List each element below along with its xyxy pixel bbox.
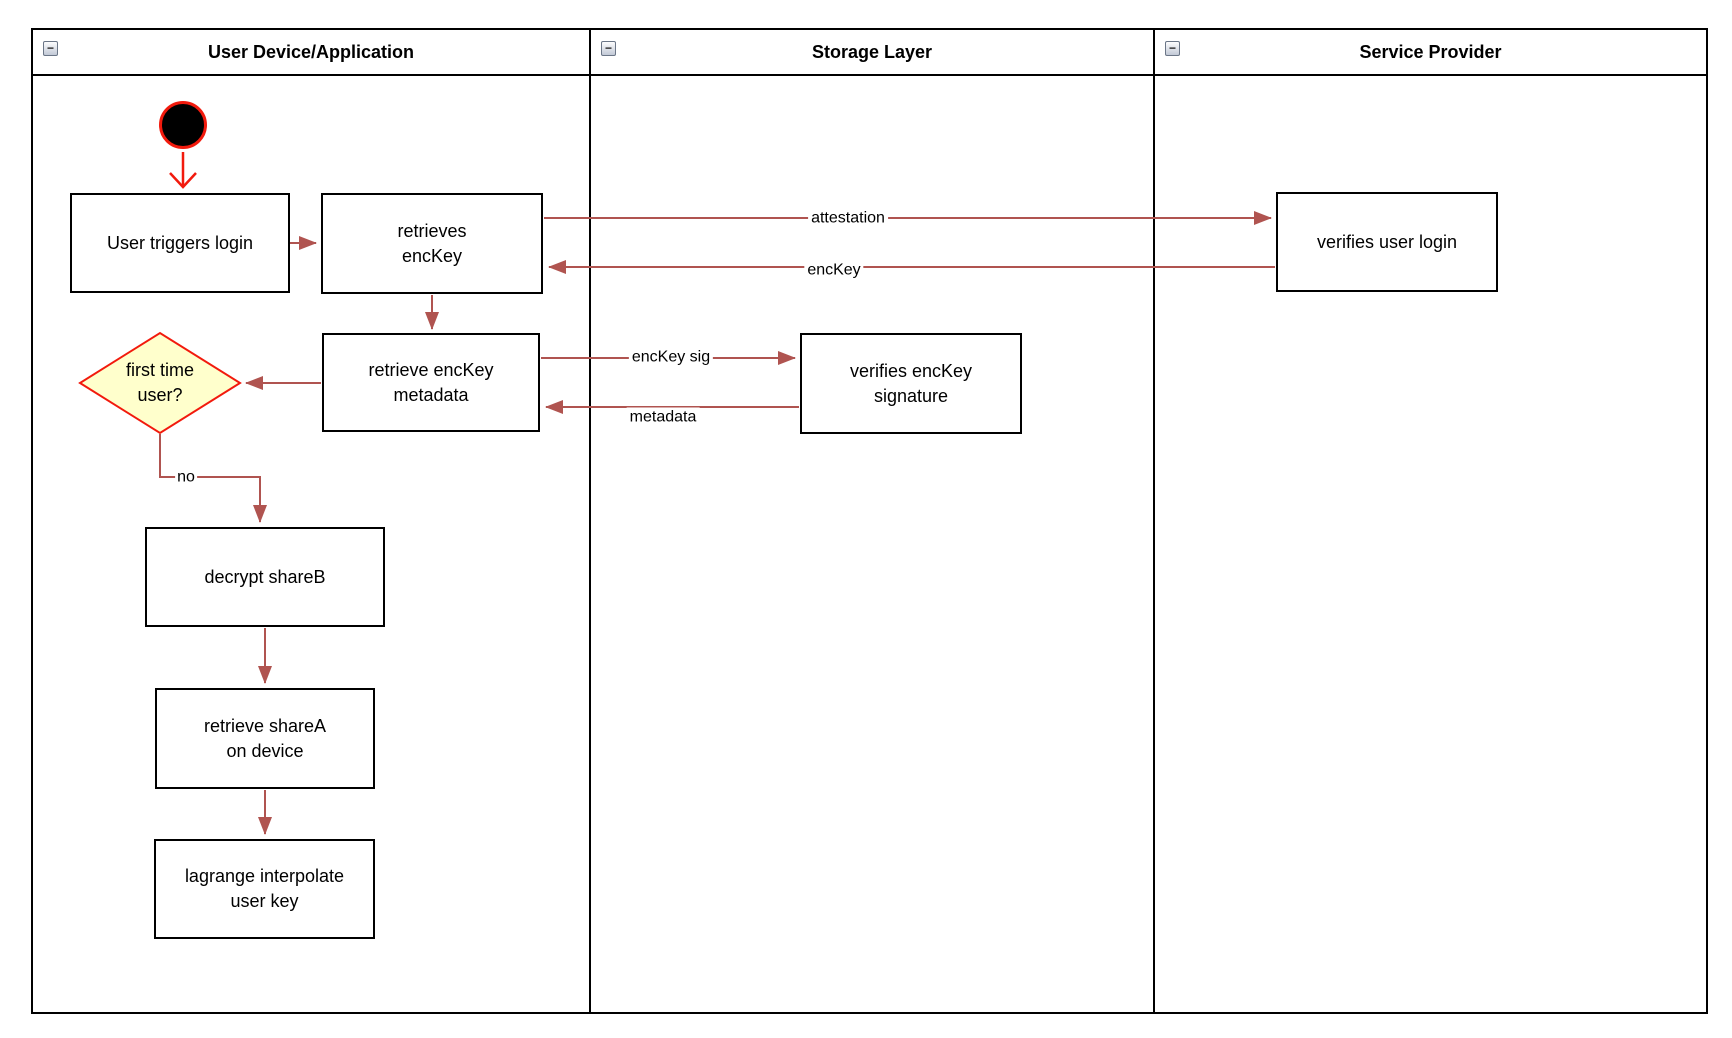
lane-title: Storage Layer	[811, 41, 933, 62]
swimlane-pool: − User Device/Application − Storage Laye…	[31, 28, 1708, 1014]
edge-label-metadata: metadata	[626, 407, 700, 427]
node-verifies-user-login[interactable]: verifies user login	[1276, 192, 1498, 292]
edge-label-enckey-sig: encKey sig	[628, 347, 714, 367]
node-retrieve-sharea-on-device[interactable]: retrieve shareA on device	[155, 688, 375, 789]
lane-header-service-provider: − Service Provider	[1155, 30, 1706, 76]
lane-header-storage-layer: − Storage Layer	[591, 30, 1153, 76]
node-retrieves-enckey[interactable]: retrieves encKey	[321, 193, 543, 294]
lane-title: User Device/Application	[207, 41, 415, 62]
collapse-icon[interactable]: −	[43, 41, 58, 56]
collapse-icon[interactable]: −	[601, 41, 616, 56]
edge-label-enckey: encKey	[804, 260, 864, 280]
collapse-icon[interactable]: −	[1165, 41, 1180, 56]
decision-label-first-time-user[interactable]: first time user?	[125, 360, 194, 405]
node-lagrange-interpolate-user-key[interactable]: lagrange interpolate user key	[154, 839, 375, 939]
initial-state-node[interactable]	[159, 101, 207, 149]
node-retrieve-enckey-metadata[interactable]: retrieve encKey metadata	[322, 333, 540, 432]
lane-header-user-device: − User Device/Application	[33, 30, 589, 76]
node-decrypt-shareb[interactable]: decrypt shareB	[145, 527, 385, 627]
lane-user-device-application[interactable]: − User Device/Application	[33, 30, 589, 1012]
edge-label-attestation: attestation	[808, 208, 888, 228]
node-user-triggers-login[interactable]: User triggers login	[70, 193, 290, 293]
node-verifies-enckey-signature[interactable]: verifies encKey signature	[800, 333, 1022, 434]
lane-service-provider[interactable]: − Service Provider	[1153, 30, 1706, 1012]
lane-title: Service Provider	[1359, 41, 1502, 62]
lane-storage-layer[interactable]: − Storage Layer	[589, 30, 1153, 1012]
edge-label-no: no	[175, 467, 197, 487]
